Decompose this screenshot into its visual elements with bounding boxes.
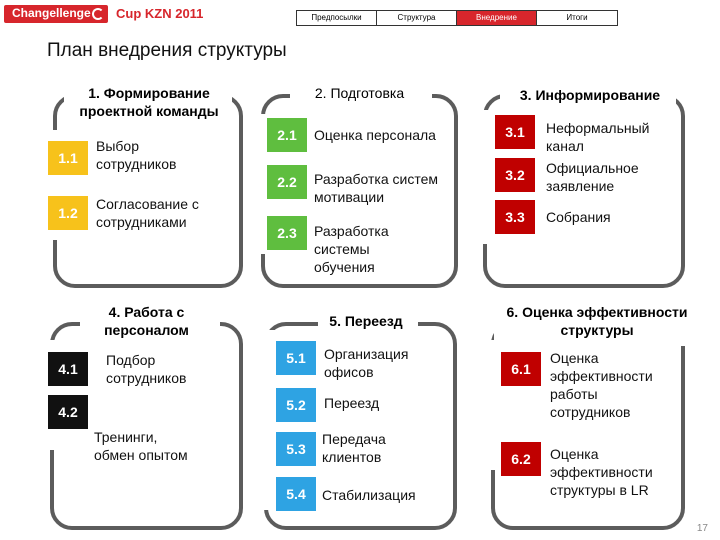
block-heading-6: 6. Оценка эффективности структуры bbox=[506, 304, 688, 338]
page-number: 17 bbox=[696, 523, 708, 534]
logo-swirl-icon bbox=[92, 8, 104, 20]
block-heading-2: 2. Подготовка bbox=[314, 85, 405, 101]
step-badge-2-1: 2.1 bbox=[267, 118, 307, 152]
step-badge-4-2: 4.2 bbox=[48, 395, 88, 429]
step-badge-2-3: 2.3 bbox=[267, 216, 307, 250]
step-badge-3-3: 3.3 bbox=[495, 200, 535, 234]
step-badge-6-2: 6.2 bbox=[501, 442, 541, 476]
section-nav: Предпосылки Структура Внедрение Итоги bbox=[296, 10, 618, 26]
changellenge-logo: Changellenge bbox=[4, 5, 108, 23]
step-badge-5-2: 5.2 bbox=[276, 388, 316, 422]
step-badge-5-3: 5.3 bbox=[276, 432, 316, 466]
step-badge-2-2: 2.2 bbox=[267, 165, 307, 199]
step-badge-3-1: 3.1 bbox=[495, 115, 535, 149]
step-badge-6-1: 6.1 bbox=[501, 352, 541, 386]
step-text-4-2: Тренинги,обмен опытом bbox=[94, 429, 188, 463]
block-heading-3: 3. Информирование bbox=[519, 87, 661, 103]
step-text-5-2: Переезд bbox=[324, 395, 380, 411]
step-badge-4-1: 4.1 bbox=[48, 352, 88, 386]
tab-implementation[interactable]: Внедрение bbox=[457, 11, 537, 25]
step-badge-1-2: 1.2 bbox=[48, 196, 88, 230]
block-heading-4: 4. Работа с персоналом bbox=[104, 304, 189, 338]
block-heading-1: 1. Формирование проектной команды bbox=[79, 85, 219, 119]
cup-title: Cup KZN 2011 bbox=[116, 6, 204, 21]
step-text-2-1: Оценка персонала bbox=[314, 127, 436, 143]
step-badge-5-1: 5.1 bbox=[276, 341, 316, 375]
logo-text: Changellenge bbox=[12, 6, 91, 20]
step-text-5-4: Стабилизация bbox=[322, 487, 416, 503]
step-text-3-3: Собрания bbox=[546, 209, 611, 225]
tab-results[interactable]: Итоги bbox=[566, 13, 588, 22]
block-heading-5: 5. Переезд bbox=[329, 313, 403, 329]
tab-prerequisites[interactable]: Предпосылки bbox=[297, 11, 377, 25]
tab-structure[interactable]: Структура bbox=[377, 11, 457, 25]
page-title: План внедрения структуры bbox=[47, 40, 287, 61]
step-badge-1-1: 1.1 bbox=[48, 141, 88, 175]
step-badge-5-4: 5.4 bbox=[276, 477, 316, 511]
step-badge-3-2: 3.2 bbox=[495, 158, 535, 192]
